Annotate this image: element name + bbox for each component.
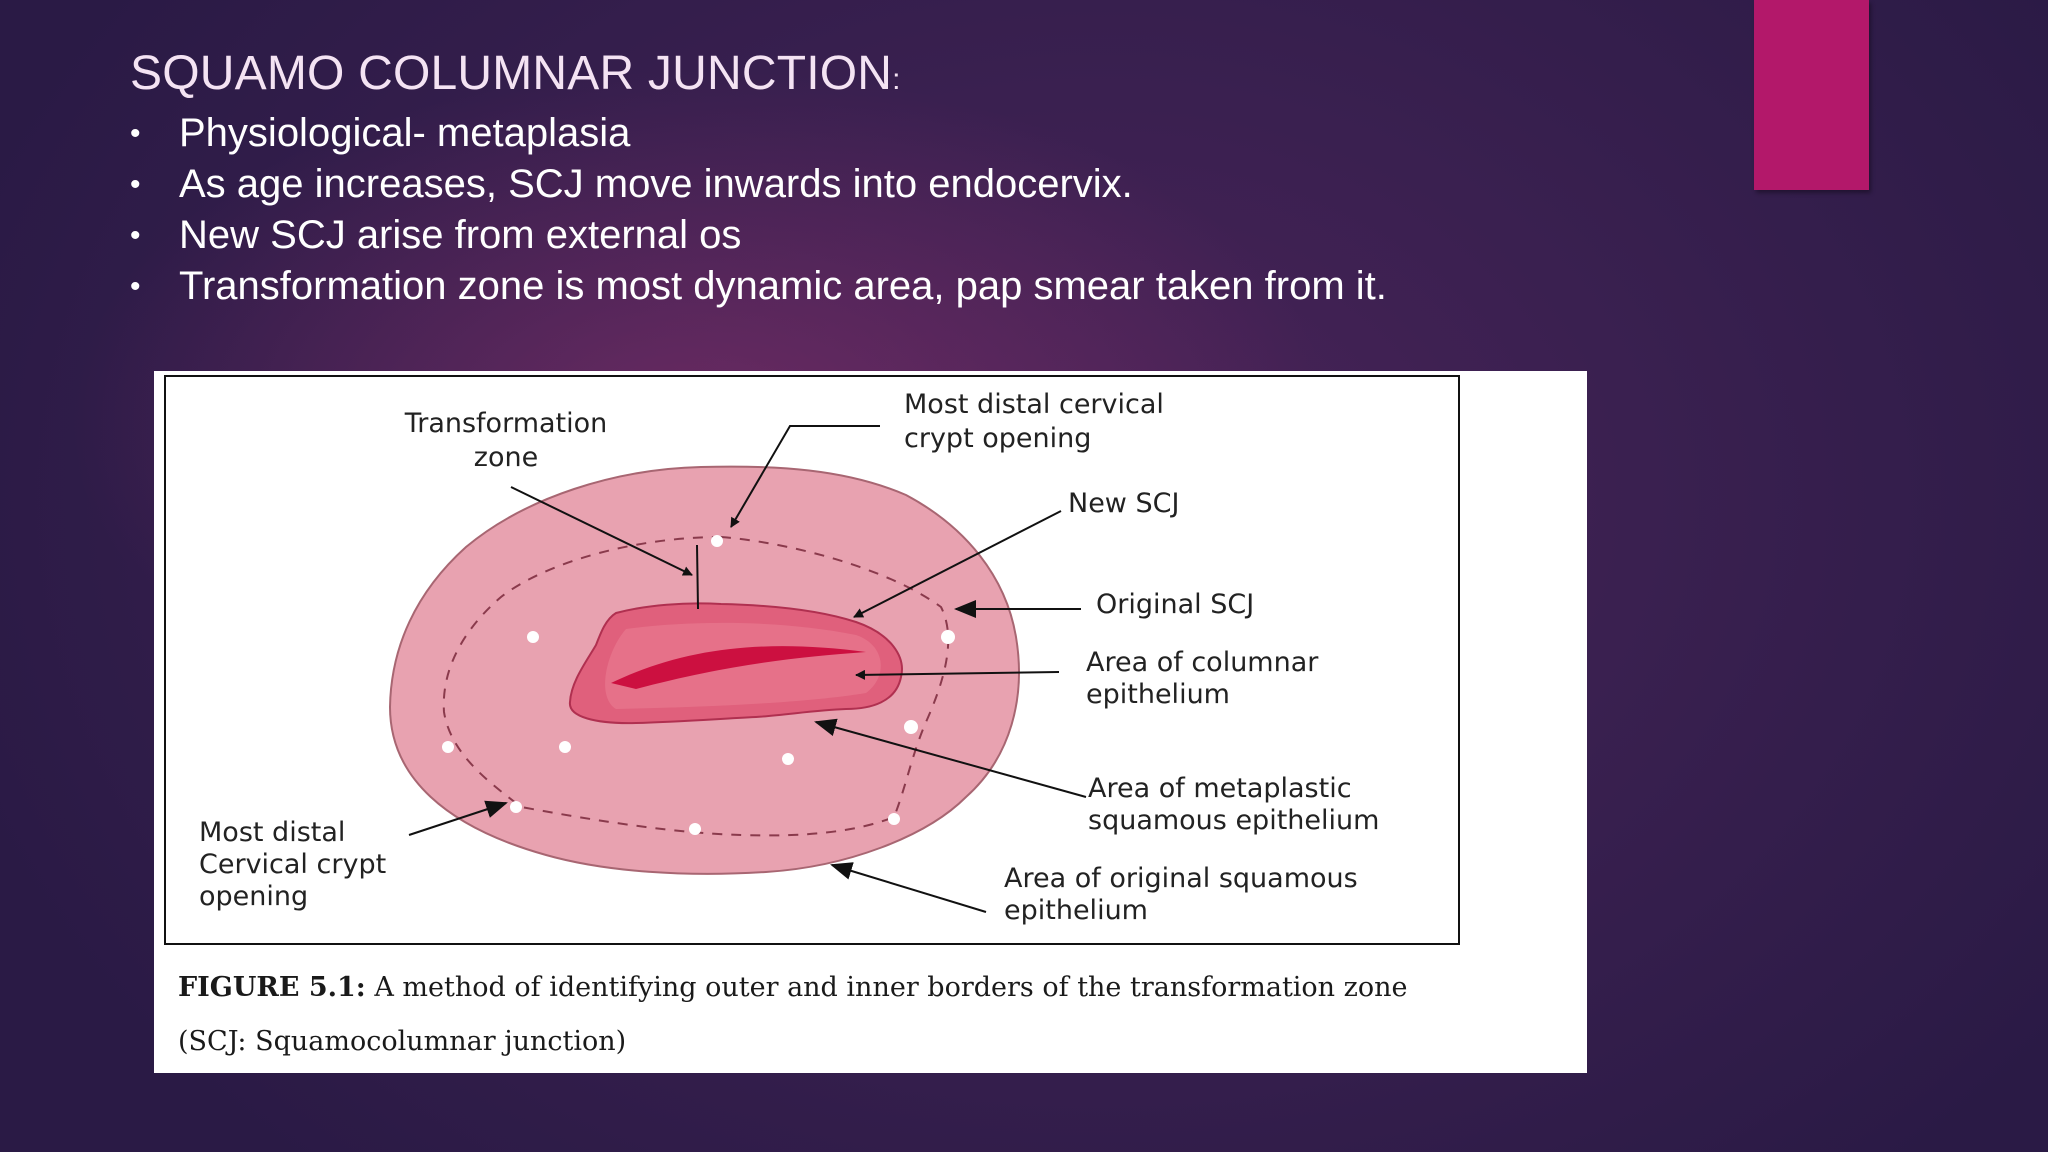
label-left-distal-2: Cervical crypt [199, 849, 386, 880]
caption-figure-number: FIGURE 5.1: [178, 972, 366, 1003]
label-transformation-zone-1: Transformation [404, 408, 608, 439]
bullet-dot: • [130, 270, 141, 303]
label-original-squamous-1: Area of original squamous [1004, 863, 1358, 894]
bullet-dot: • [130, 219, 141, 252]
bullet-text: New SCJ arise from external os [179, 213, 742, 257]
bullet-item: • New SCJ arise from external os [130, 210, 1387, 261]
leader-lines [408, 425, 1087, 913]
caption-line-1: FIGURE 5.1: A method of identifying oute… [178, 961, 1578, 1015]
cervix-diagram: Transformation zone Most distal cervical… [199, 389, 1379, 926]
label-original-squamous-2: epithelium [1004, 895, 1148, 926]
bullet-item: • Physiological- metaplasia [130, 108, 1387, 159]
label-left-distal-3: opening [199, 881, 308, 912]
label-left-distal-1: Most distal [199, 817, 345, 848]
label-columnar-2: epithelium [1086, 679, 1230, 710]
bullet-item: • As age increases, SCJ move inwards into… [130, 159, 1387, 210]
label-metaplastic-1: Area of metaplastic [1088, 773, 1352, 804]
slide-title-text: SQUAMO COLUMNAR JUNCTION [130, 47, 893, 100]
label-most-distal-opening-2: crypt opening [904, 423, 1091, 454]
diagram-frame: Transformation zone Most distal cervical… [164, 375, 1460, 945]
bullet-text: As age increases, SCJ move inwards into … [179, 162, 1133, 206]
label-metaplastic-2: squamous epithelium [1088, 805, 1379, 836]
bullet-text: Transformation zone is most dynamic area… [179, 264, 1387, 308]
figure-caption: FIGURE 5.1: A method of identifying oute… [178, 961, 1578, 1069]
label-most-distal-opening-1: Most distal cervical [904, 389, 1164, 420]
bullet-list: • Physiological- metaplasia • As age incre… [130, 108, 1387, 312]
columnar-inner [605, 622, 881, 709]
slide-title-colon: : [892, 63, 901, 96]
label-transformation-zone-2: zone [474, 442, 538, 473]
bullet-text: Physiological- metaplasia [179, 111, 631, 155]
accent-bar [1754, 0, 1869, 190]
external-os [611, 646, 866, 689]
bullet-dot: • [130, 117, 141, 150]
caption-text: A method of identifying outer and inner … [365, 972, 1408, 1003]
crypt-opening-dots [442, 535, 955, 835]
label-columnar-1: Area of columnar [1086, 647, 1319, 678]
bullet-dot: • [130, 168, 141, 201]
label-new-scj: New SCJ [1068, 488, 1179, 519]
bullet-item: • Transformation zone is most dynamic are… [130, 261, 1387, 312]
transformation-zone-border [442, 535, 950, 837]
slide-title: SQUAMO COLUMNAR JUNCTION: [130, 46, 901, 101]
figure: Transformation zone Most distal cervical… [154, 371, 1587, 1073]
caption-line-2: (SCJ: Squamocolumnar junction) [178, 1026, 627, 1057]
label-original-scj: Original SCJ [1096, 589, 1254, 620]
